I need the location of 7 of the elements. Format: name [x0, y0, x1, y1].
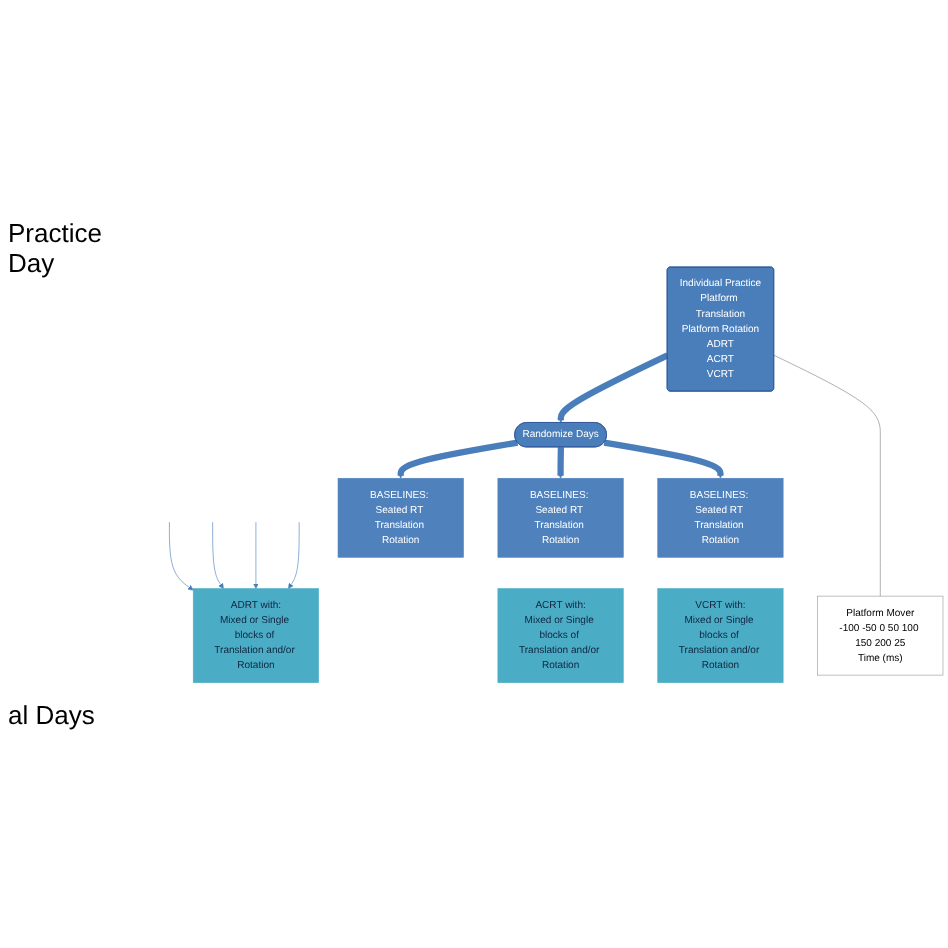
arrow — [603, 438, 724, 478]
side-label: Practice Day — [8, 218, 104, 279]
arrow — [557, 445, 565, 478]
arrow — [397, 438, 519, 478]
arrow — [557, 351, 669, 423]
side-label: al Days — [8, 699, 97, 730]
connector — [773, 354, 881, 596]
